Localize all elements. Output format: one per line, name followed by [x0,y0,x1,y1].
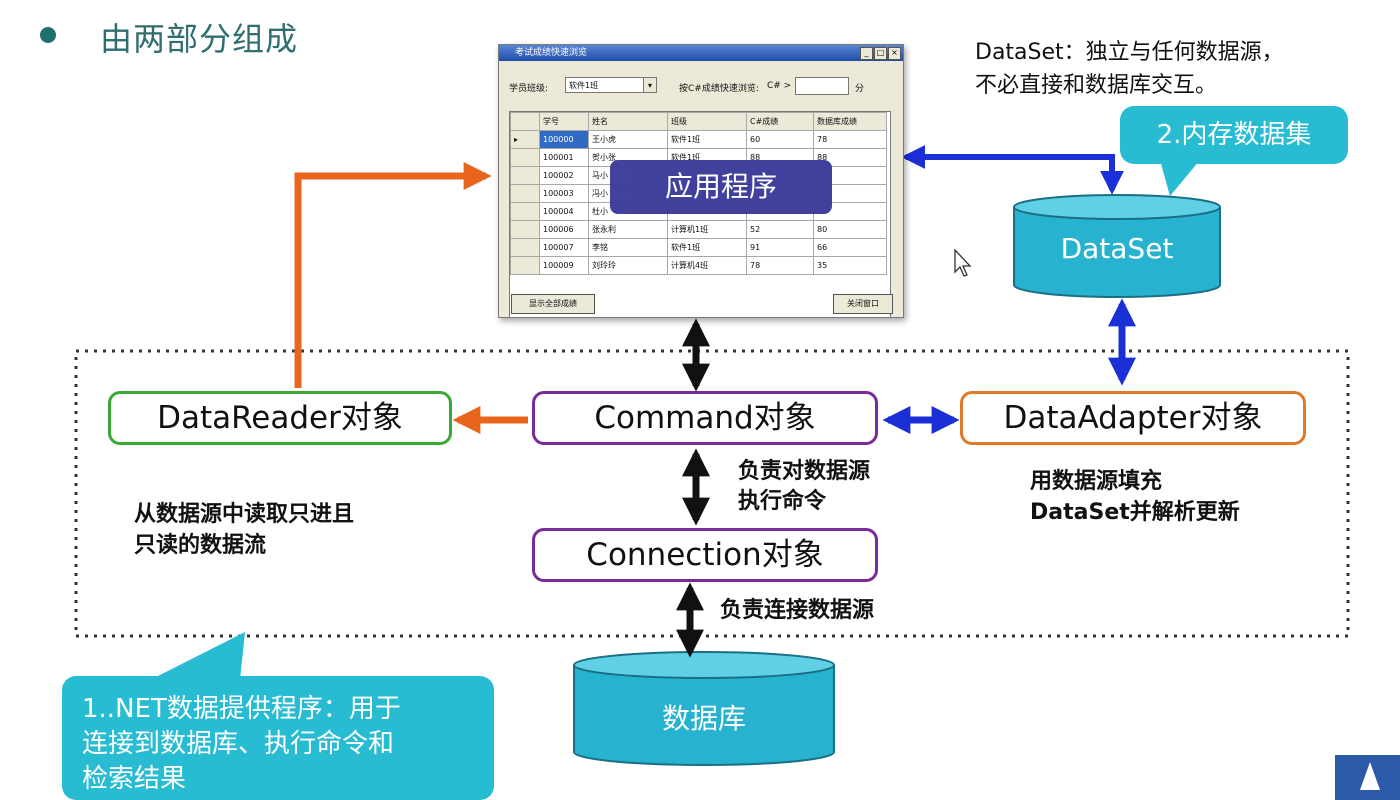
callout-provider-line3: 检索结果 [82,764,187,794]
connection-box: Connection对象 [532,528,878,582]
row-header[interactable] [510,166,540,185]
minimize-icon[interactable]: _ [860,47,873,60]
callout-memory: 2.内存数据集 [1120,106,1348,164]
score-input[interactable] [795,77,849,95]
table-cell[interactable]: 100004 [539,202,589,221]
table-cell[interactable]: 100009 [539,256,589,275]
table-cell[interactable]: 66 [813,238,887,257]
app-window-screenshot: 考试成绩快速浏览 _ □ × 学员班级: 软件1班 ▾ 按C#成绩快速浏览: C… [498,44,904,318]
table-cell[interactable]: 78 [746,256,814,275]
adapter-note-line2: DataSet并解析更新 [1030,500,1240,525]
app-window-title: 考试成绩快速浏览 [515,48,588,58]
dataset-note-line2: 不必直接和数据库交互。 [975,73,1218,98]
app-label: 应用程序 [610,160,832,214]
provider-region [74,349,1350,638]
table-cell[interactable]: 35 [813,256,887,275]
table-cell[interactable]: 计算机4班 [667,256,747,275]
class-label: 学员班级: [509,84,549,94]
dataset-note-line1: DataSet：独立与任何数据源， [975,40,1284,65]
callout-provider-line1: 1..NET数据提供程序：用于 [82,694,401,724]
chevron-down-icon[interactable]: ▾ [643,78,656,92]
column-header[interactable]: 数据库成绩 [813,112,887,131]
table-cell[interactable]: 100003 [539,184,589,203]
command-note-line1: 负责对数据源 [738,459,871,484]
table-cell[interactable]: 软件1班 [667,238,747,257]
database-cylinder-label: 数据库 [661,702,746,735]
table-cell[interactable]: 100002 [539,166,589,185]
dataadapter-box: DataAdapter对象 [960,391,1306,445]
app-window-titlebar: 考试成绩快速浏览 _ □ × [499,45,903,61]
arrow-reader-to-app [294,162,492,388]
row-header[interactable] [510,202,540,221]
datareader-box: DataReader对象 [108,391,452,445]
column-header[interactable]: 姓名 [588,112,668,131]
row-header[interactable] [510,256,540,275]
table-cell[interactable]: 李铭 [588,238,668,257]
table-cell[interactable]: 52 [746,220,814,239]
class-select[interactable]: 软件1班 ▾ [565,77,657,93]
table-cell[interactable]: 软件1班 [667,130,747,149]
table-cell[interactable]: 100000 [539,130,589,149]
filter-prefix: C# > [767,81,792,91]
show-all-button[interactable]: 显示全部成绩 [511,294,595,314]
table-cell[interactable]: 刘玲玲 [588,256,668,275]
table-cell[interactable]: 计算机1班 [667,220,747,239]
column-header[interactable]: 学号 [539,112,589,131]
command-box: Command对象 [532,391,878,445]
callout-provider: 1..NET数据提供程序：用于 连接到数据库、执行命令和 检索结果 [62,676,494,800]
logo-icon [1335,755,1400,800]
class-select-value: 软件1班 [569,81,599,90]
column-header[interactable]: 班级 [667,112,747,131]
row-header[interactable] [510,148,540,167]
table-header-row: 学号 姓名 班级 C#成绩 数据库成绩 [510,112,887,131]
close-icon[interactable]: × [888,47,901,60]
table-cell[interactable]: 张永利 [588,220,668,239]
connection-note: 负责连接数据源 [720,598,875,623]
table-cell[interactable]: 80 [813,220,887,239]
row-header[interactable] [510,220,540,239]
cursor-icon [954,248,972,277]
database-cylinder-shape [573,651,835,766]
arrow-dataset-to-app [901,145,1124,195]
table-cell[interactable]: 60 [746,130,814,149]
table-cell[interactable]: 100001 [539,148,589,167]
page-title: 由两部分组成 [100,20,299,58]
adapter-note-line1: 用数据源填充 [1030,469,1163,494]
filter-label: 按C#成绩快速浏览: [679,84,759,94]
row-header-corner [510,112,540,131]
table-cell[interactable]: 王小虎 [588,130,668,149]
filter-unit: 分 [855,84,865,94]
dataset-cylinder-label: DataSet [1060,232,1174,265]
command-note-line2: 执行命令 [738,489,827,514]
row-header[interactable] [510,238,540,257]
table-cell[interactable]: 91 [746,238,814,257]
close-window-button[interactable]: 关闭窗口 [833,294,893,314]
current-row-icon[interactable]: ▸ [510,130,540,149]
callout-provider-line2: 连接到数据库、执行命令和 [82,729,395,759]
table-cell[interactable]: 100006 [539,220,589,239]
reader-note-line2: 只读的数据流 [134,533,267,558]
dataset-cylinder-shape [1013,194,1221,298]
title-bullet [40,27,56,43]
table-cell[interactable]: 78 [813,130,887,149]
maximize-icon[interactable]: □ [874,47,887,60]
row-header[interactable] [510,184,540,203]
callout-memory-tail [1160,160,1200,196]
table-cell[interactable]: 100007 [539,238,589,257]
column-header[interactable]: C#成绩 [746,112,814,131]
callout-provider-tail [150,632,245,680]
reader-note-line1: 从数据源中读取只进且 [134,502,355,527]
